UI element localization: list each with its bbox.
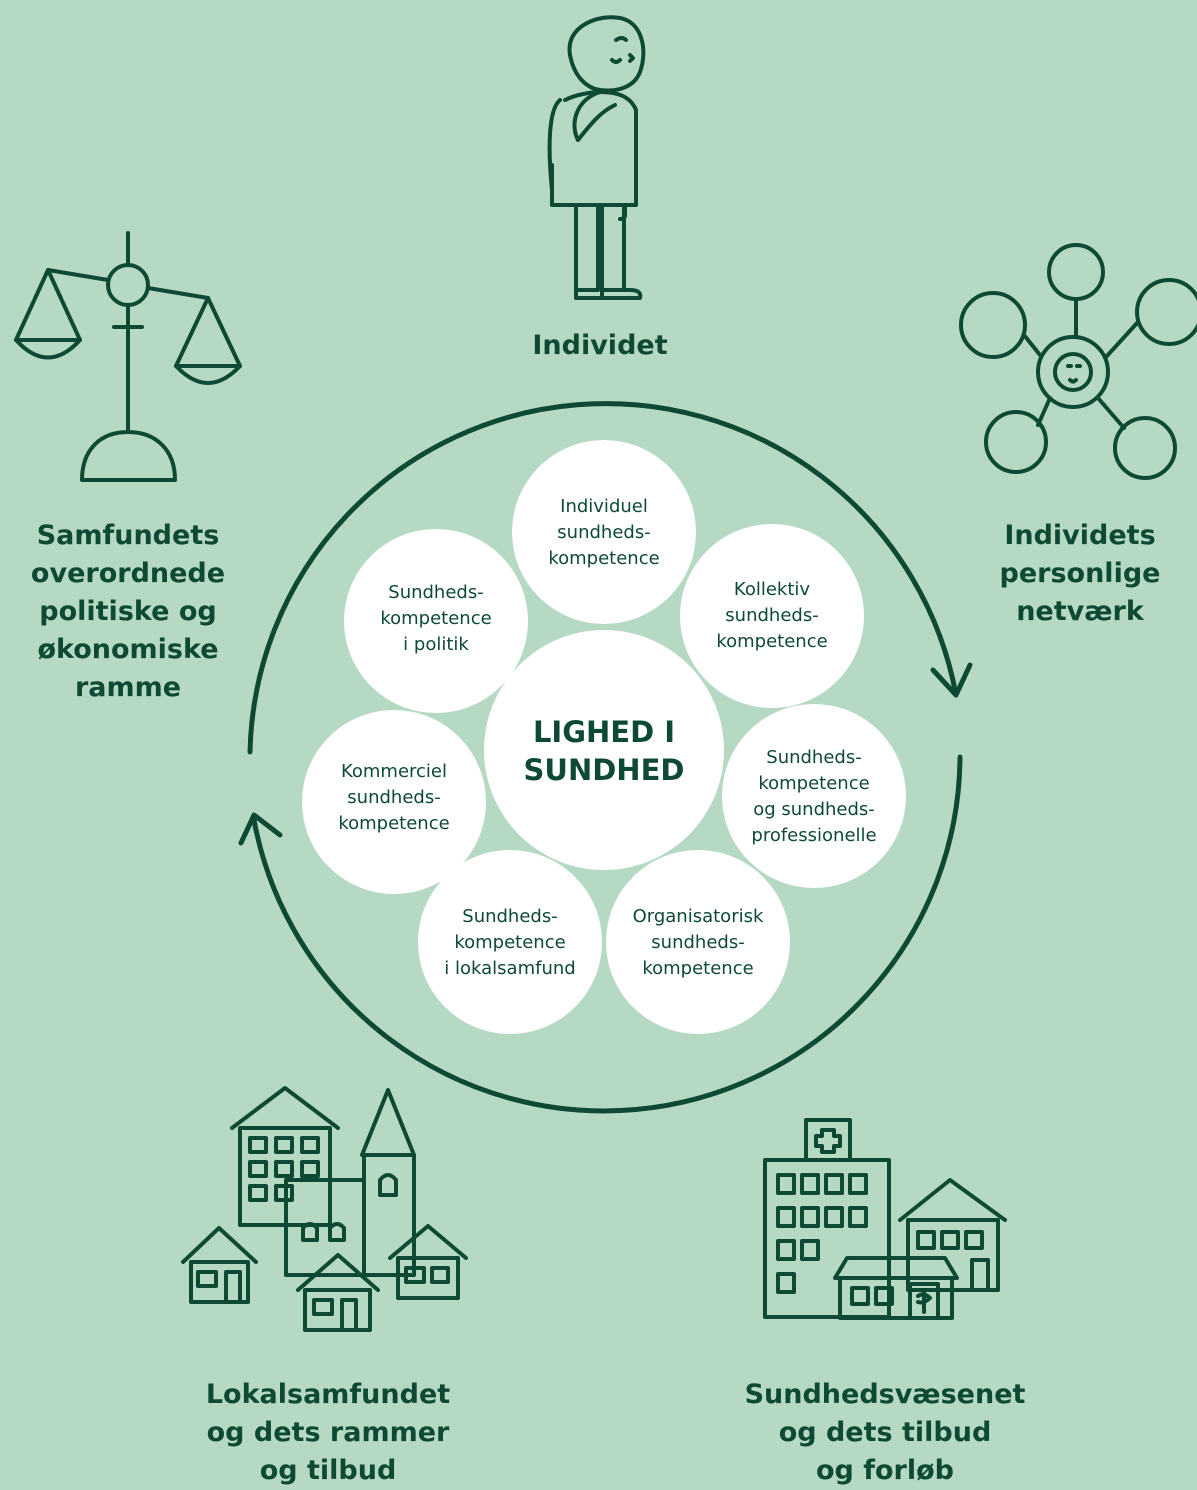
arrowhead-left [238, 812, 283, 846]
hospital-icon [763, 1118, 1007, 1320]
bubble-kommerciel [302, 710, 486, 894]
bubble-label-lokalsamfund: Sundheds- kompetence i lokalsamfund [444, 906, 576, 979]
context-label-sundhedsvaesen: Sundhedsvæsenet og dets tilbud og forløb [744, 1379, 1026, 1486]
bubble-label-individuel: Individuel sundheds- kompetence [548, 496, 660, 569]
bubble-label-professionelle: Sundheds- kompetence og sundheds- profes… [751, 747, 877, 846]
bubble-kollektiv [680, 524, 864, 708]
bubble-organisatorisk [606, 850, 790, 1034]
cycle-arrows [238, 401, 973, 1114]
bubble-center [484, 630, 724, 870]
context-label-netvaerk: Individets personlige netværk [999, 520, 1161, 627]
bubble-label-organisatorisk: Organisatorisk sundheds- kompetence [632, 906, 764, 979]
bubble-label-politik: Sundheds- kompetence i politik [380, 582, 492, 655]
cycle-arrow-top [247, 401, 959, 755]
cycle-arrow-bottom [251, 754, 963, 1114]
center-label: LIGHED I SUNDHED [523, 715, 685, 787]
bubble-label-kollektiv: Kollektiv sundheds- kompetence [716, 579, 828, 652]
scales-icon [14, 231, 242, 482]
bubbles [302, 440, 906, 1034]
town-icon [181, 1086, 468, 1332]
context-label-samfund: Samfundets overordnede politiske og økon… [30, 520, 226, 703]
bubble-politik [344, 529, 528, 713]
bubble-individuel [512, 440, 696, 624]
context-label-individ: Individet [532, 330, 668, 361]
context-label-lokalsamfund: Lokalsamfundet og dets rammer og tilbud [205, 1379, 451, 1486]
bubble-professionelle [722, 704, 906, 888]
bubble-label-kommerciel: Kommerciel sundheds- kompetence [338, 761, 450, 834]
thinking-person-icon [547, 15, 646, 300]
bubble-lokalsamfund [418, 850, 602, 1034]
network-icon [959, 243, 1197, 480]
arrowhead-right [930, 662, 973, 698]
